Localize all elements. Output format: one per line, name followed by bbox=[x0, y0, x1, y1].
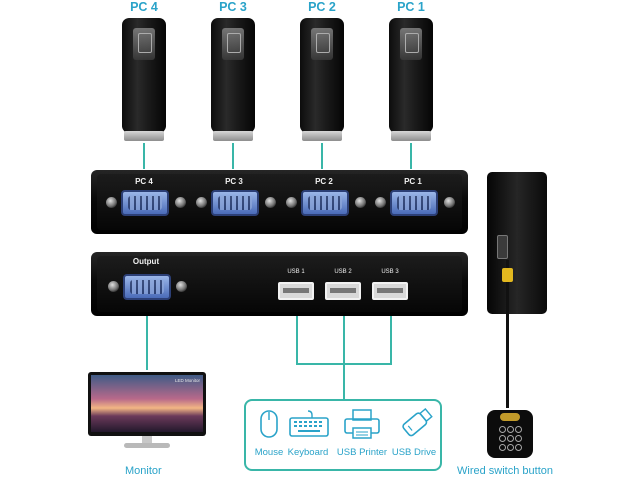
kvm-switch-output-panel: Output USB 1 USB 2 USB 3 bbox=[91, 252, 468, 316]
pc1-label: PC 1 bbox=[386, 0, 436, 14]
mini-pc-3 bbox=[211, 18, 255, 142]
usb1-label: USB 1 bbox=[276, 269, 316, 275]
vga-port-pc1 bbox=[390, 190, 438, 216]
usb-port-3 bbox=[372, 282, 408, 300]
connector-line-usb2 bbox=[343, 316, 345, 400]
connector-line-pc3 bbox=[232, 143, 234, 169]
printer-icon bbox=[342, 408, 382, 445]
screw-icon bbox=[106, 197, 117, 208]
keyboard-icon bbox=[288, 408, 330, 445]
vga-output-port bbox=[123, 274, 171, 300]
mini-pc-2 bbox=[300, 18, 344, 142]
remote-jack bbox=[497, 235, 508, 259]
usb-port-2 bbox=[325, 282, 361, 300]
mini-pc-4 bbox=[122, 18, 166, 142]
connector-line-pc4 bbox=[143, 143, 145, 169]
kvm-switch-side-view bbox=[487, 172, 547, 314]
pc2-label: PC 2 bbox=[297, 0, 347, 14]
kvm-switch-input-panel: PC 4 PC 3 PC 2 PC 1 bbox=[91, 170, 468, 234]
device-label-printer: USB Printer bbox=[335, 447, 389, 458]
screw-icon bbox=[444, 197, 455, 208]
screw-icon bbox=[108, 281, 119, 292]
pc4-label: PC 4 bbox=[119, 0, 169, 14]
usb-drive-icon bbox=[394, 408, 434, 447]
remote-plug bbox=[502, 268, 513, 282]
connector-line-pc2 bbox=[321, 143, 323, 169]
screw-icon bbox=[176, 281, 187, 292]
input-port-label-pc2: PC 2 bbox=[294, 177, 354, 186]
vga-port-pc3 bbox=[211, 190, 259, 216]
vga-port-pc4 bbox=[121, 190, 169, 216]
connector-line-monitor bbox=[146, 316, 148, 370]
screw-icon bbox=[286, 197, 297, 208]
screw-icon bbox=[265, 197, 276, 208]
usb3-label: USB 3 bbox=[370, 269, 410, 275]
screw-icon bbox=[375, 197, 386, 208]
monitor: LED Monitor bbox=[88, 372, 206, 452]
monitor-caption: Monitor bbox=[125, 465, 162, 477]
mouse-icon bbox=[258, 408, 280, 445]
connector-line-usb3 bbox=[390, 316, 392, 364]
screw-icon bbox=[355, 197, 366, 208]
screw-icon bbox=[196, 197, 207, 208]
device-label-keyboard: Keyboard bbox=[283, 447, 333, 458]
input-port-label-pc4: PC 4 bbox=[114, 177, 174, 186]
screw-icon bbox=[175, 197, 186, 208]
usb2-label: USB 2 bbox=[323, 269, 363, 275]
monitor-brand: LED Monitor bbox=[175, 378, 200, 383]
remote-caption: Wired switch button bbox=[457, 465, 553, 477]
device-label-usb-drive: USB Drive bbox=[389, 447, 439, 458]
output-port-label: Output bbox=[116, 257, 176, 266]
connector-line-usb1 bbox=[296, 316, 298, 364]
connector-line-pc1 bbox=[410, 143, 412, 169]
usb-port-1 bbox=[278, 282, 314, 300]
vga-port-pc2 bbox=[301, 190, 349, 216]
input-port-label-pc3: PC 3 bbox=[204, 177, 264, 186]
pc3-label: PC 3 bbox=[208, 0, 258, 14]
remote-cable bbox=[506, 260, 509, 408]
input-port-label-pc1: PC 1 bbox=[383, 177, 443, 186]
mini-pc-1 bbox=[389, 18, 433, 142]
wired-switch-button[interactable] bbox=[487, 410, 533, 458]
connector-line-usb-bridge bbox=[296, 363, 392, 365]
